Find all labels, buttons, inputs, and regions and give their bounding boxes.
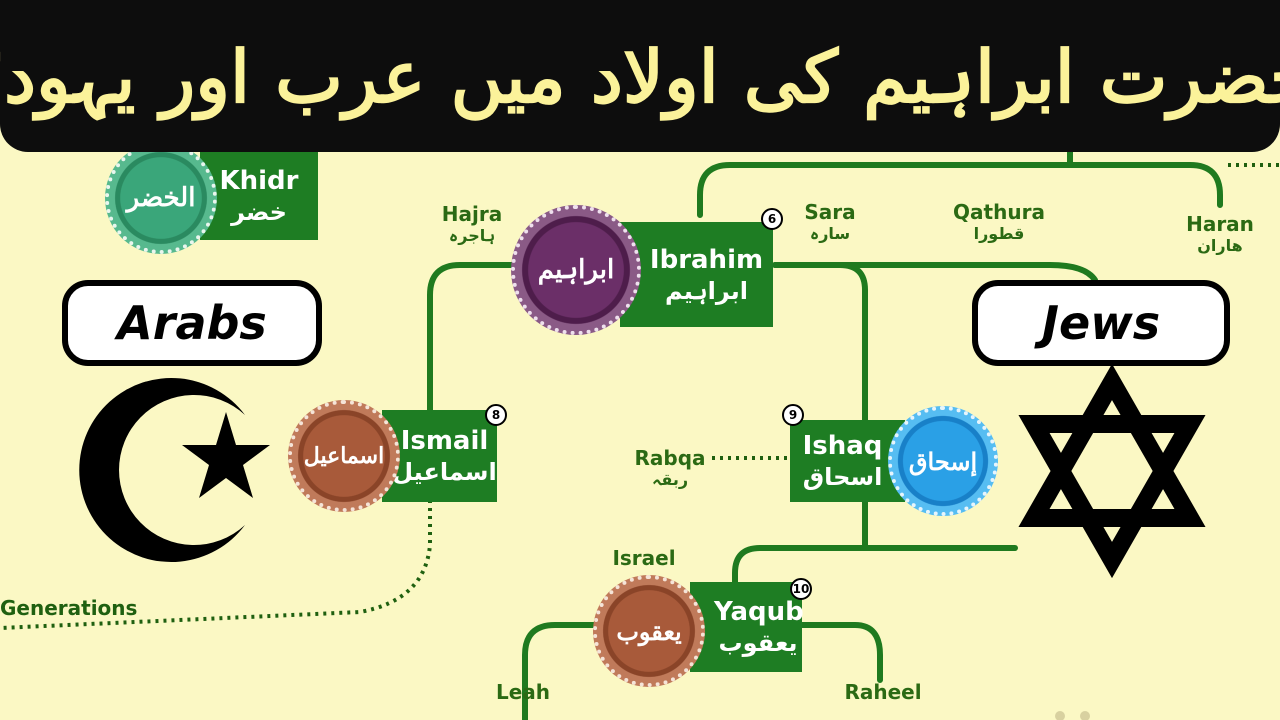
khidr-name-card: Khidr خضر — [200, 152, 318, 240]
raheel-label: Raheel — [838, 680, 928, 704]
ibrahim-medallion-icon: ابراہیم — [511, 205, 641, 335]
ishaq-medallion-text: إسحاق — [908, 446, 978, 476]
yaqub-number-badge: 10 — [790, 578, 812, 600]
qathura-label: Qathura قطورا — [944, 200, 1054, 244]
hajra-english-name: Hajra — [441, 202, 503, 226]
ismail-medallion-text: اسماعیل — [303, 443, 385, 469]
khidr-english-name: Khidr — [219, 166, 299, 196]
title-bar: حضرت ابراہیم کی اولاد میں عرب اور یہود؟ — [0, 0, 1280, 152]
ishaq-urdu-name: اسحاق — [802, 463, 883, 491]
qathura-english-name: Qathura — [953, 200, 1045, 224]
haran-urdu-name: ھاران — [1197, 236, 1243, 255]
haran-label: Haran ھاران — [1180, 212, 1260, 256]
khidr-urdu-name: خضر — [231, 198, 287, 226]
crescent-star-icon — [79, 378, 270, 562]
sara-english-name: Sara — [804, 200, 856, 224]
ishaq-name-card: Ishaq اسحاق — [790, 420, 905, 502]
ismail-english-name: Ismail — [400, 426, 489, 456]
ishaq-medallion-icon: إسحاق — [888, 406, 998, 516]
rabqa-label: Rabqa ربقہ — [630, 446, 710, 490]
page-title: حضرت ابراہیم کی اولاد میں عرب اور یہود؟ — [0, 33, 1280, 119]
connector-ishaq-yaqub — [732, 497, 868, 593]
connector-ibrahim-ismail — [427, 262, 523, 418]
ismail-medallion-icon: اسماعیل — [288, 400, 400, 512]
connector-ibrahim-ishaq — [772, 262, 868, 428]
leah-english-name: Leah — [495, 680, 551, 704]
hajra-urdu-name: ہاجرہ — [448, 226, 496, 245]
haran-english-name: Haran — [1186, 212, 1254, 236]
yaqub-english-name: Yaqub — [714, 597, 804, 627]
connector-top-rail — [697, 162, 1223, 218]
yaqub-medallion-text: یعقوب — [616, 616, 682, 646]
hajra-label: Hajra ہاجرہ — [432, 202, 512, 246]
star-of-david-icon — [1018, 363, 1206, 579]
ibrahim-number-badge: 6 — [761, 208, 783, 230]
rabqa-urdu-name: ربقہ — [651, 470, 689, 489]
ibrahim-name-card: Ibrahim ابراہیم — [620, 222, 773, 327]
sara-label: Sara سارہ — [790, 200, 870, 244]
khidr-medallion-text: الخضر — [126, 183, 196, 213]
ishaq-english-name: Ishaq — [802, 431, 883, 461]
leah-label: Leah — [488, 680, 558, 704]
connector-generations-dotted — [0, 500, 432, 630]
decorative-dot — [1080, 711, 1090, 720]
connector-yaqub-raheel — [792, 622, 883, 683]
connector-ibrahim-haran — [772, 262, 1098, 283]
connector-yaqub-leah — [522, 622, 608, 720]
qathura-urdu-name: قطورا — [973, 224, 1025, 243]
ibrahim-medallion-text: ابراہیم — [537, 255, 615, 285]
yaqub-medallion-icon: یعقوب — [593, 575, 705, 687]
ismail-urdu-name: اسماعیل — [392, 458, 497, 486]
generations-label: Generations — [0, 596, 138, 620]
jews-label: Jews — [972, 280, 1230, 366]
ibrahim-urdu-name: ابراہیم — [664, 276, 749, 305]
ishaq-number-badge: 9 — [782, 404, 804, 426]
ibrahim-english-name: Ibrahim — [649, 244, 764, 275]
raheel-english-name: Raheel — [844, 680, 922, 704]
israel-label: Israel — [604, 546, 684, 570]
ismail-name-card: Ismail اسماعیل — [382, 410, 497, 502]
yaqub-name-card: Yaqub یعقوب — [690, 582, 804, 672]
sara-urdu-name: سارہ — [809, 224, 851, 243]
arabs-label: Arabs — [62, 280, 322, 366]
khidr-medallion-icon: الخضر — [105, 142, 217, 254]
yaqub-urdu-name: یعقوب — [718, 629, 798, 657]
rabqa-english-name: Rabqa — [634, 446, 706, 470]
decorative-dot — [1055, 711, 1065, 720]
israel-english-name: Israel — [612, 546, 676, 570]
ismail-number-badge: 8 — [485, 404, 507, 426]
